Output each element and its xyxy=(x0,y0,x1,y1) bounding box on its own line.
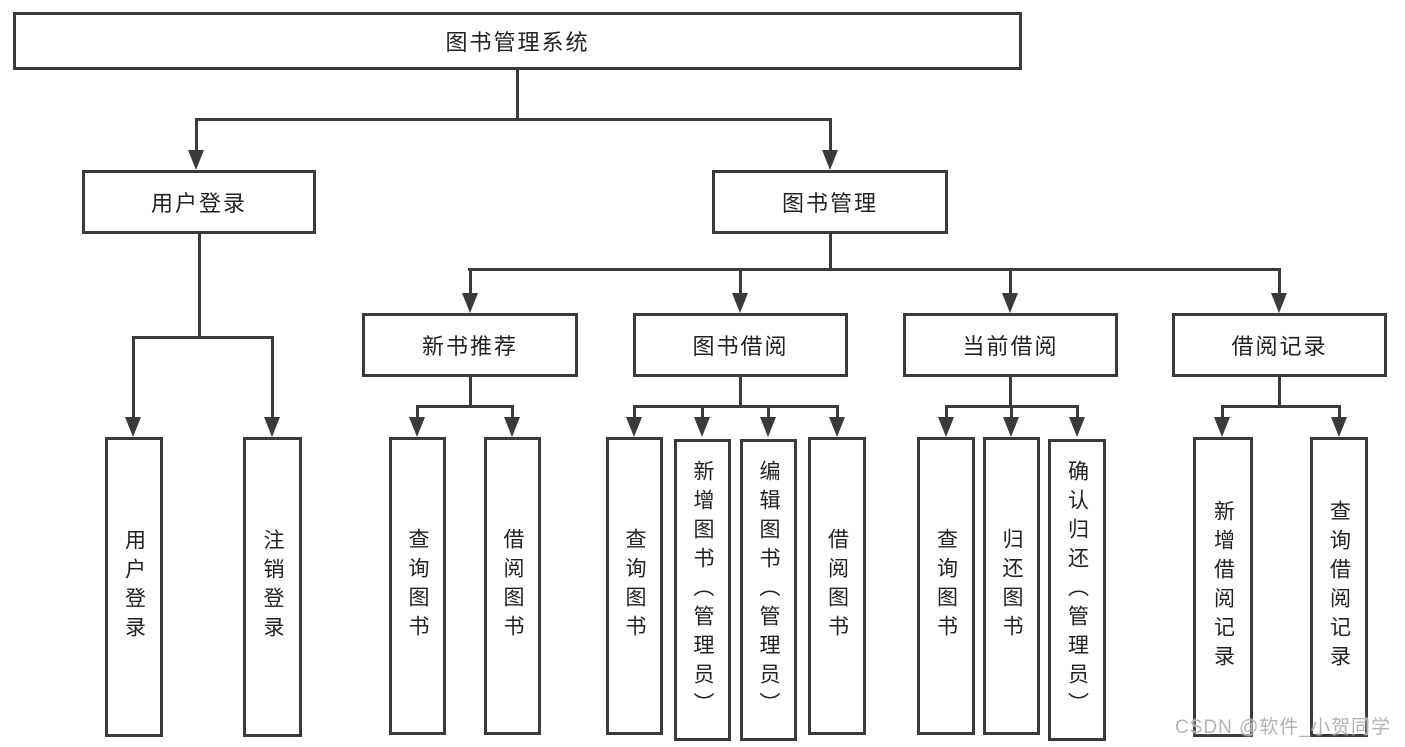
leaf-borrow-books-1-label: 借阅图书 xyxy=(501,528,524,644)
leaf-edit-books-admin: 编辑图书（管理员） xyxy=(740,439,797,741)
arrow-down-icon xyxy=(125,417,141,437)
arrow-down-icon xyxy=(1331,417,1347,437)
connector-line xyxy=(469,377,472,408)
leaf-logout-label: 注销登录 xyxy=(261,529,284,645)
leaf-query-borrow-record: 查询借阅记录 xyxy=(1310,437,1368,737)
connector-line xyxy=(945,405,948,419)
leaf-add-borrow-record: 新增借阅记录 xyxy=(1193,437,1253,737)
arrow-down-icon xyxy=(694,417,710,437)
leaf-query-books-2-label: 查询图书 xyxy=(623,528,646,644)
connector-line xyxy=(1278,268,1281,295)
leaf-add-books-admin: 新增图书（管理员） xyxy=(674,439,731,741)
leaf-user-login-label: 用户登录 xyxy=(122,529,146,645)
connector-line xyxy=(195,118,198,152)
connector-line xyxy=(1278,377,1281,408)
connector-line xyxy=(132,336,274,339)
connector-line xyxy=(195,118,832,121)
connector-line xyxy=(132,336,135,419)
connector-line xyxy=(1009,377,1012,408)
leaf-return-books: 归还图书 xyxy=(983,437,1040,735)
csdn-watermark: CSDN @软件_小贺同学 xyxy=(1175,717,1391,738)
leaf-query-borrow-record-label: 查询借阅记录 xyxy=(1327,500,1351,674)
leaf-query-books-3-label: 查询图书 xyxy=(934,528,958,644)
arrow-down-icon xyxy=(504,417,520,437)
connector-line xyxy=(1221,405,1224,419)
connector-line xyxy=(271,336,274,419)
connector-line xyxy=(1221,405,1341,408)
connector-line xyxy=(516,70,519,118)
arrow-down-icon xyxy=(462,293,478,313)
leaf-return-books-label: 归还图书 xyxy=(1000,528,1023,644)
node-root: 图书管理系统 xyxy=(13,12,1022,70)
connector-line xyxy=(739,377,742,408)
leaf-borrow-books-2: 借阅图书 xyxy=(808,437,866,735)
arrow-down-icon xyxy=(732,293,748,313)
arrow-down-icon xyxy=(1214,417,1230,437)
leaf-add-books-admin-label: 新增图书（管理员） xyxy=(691,459,714,721)
branch-book-management-label: 图书管理 xyxy=(781,191,878,216)
branch-user-login-label: 用户登录 xyxy=(150,191,247,216)
leaf-borrow-books-1: 借阅图书 xyxy=(484,437,541,735)
branch-book-management: 图书管理 xyxy=(712,170,948,234)
arrow-down-icon xyxy=(188,150,204,170)
group-current-borrow-label: 当前借阅 xyxy=(962,334,1059,359)
group-new-book-recommend-label: 新书推荐 xyxy=(421,334,518,359)
connector-line xyxy=(767,405,770,419)
leaf-logout: 注销登录 xyxy=(243,437,302,737)
connector-line xyxy=(198,234,201,339)
leaf-edit-books-admin-label: 编辑图书（管理员） xyxy=(757,459,780,721)
connector-line xyxy=(469,268,472,295)
connector-line xyxy=(836,405,839,419)
leaf-query-books-1-label: 查询图书 xyxy=(406,528,429,644)
group-current-borrow: 当前借阅 xyxy=(903,313,1118,377)
connector-line xyxy=(701,405,704,419)
connector-line xyxy=(416,405,419,419)
leaf-query-books-2: 查询图书 xyxy=(606,437,663,735)
arrow-down-icon xyxy=(626,417,642,437)
arrow-down-icon xyxy=(1271,293,1287,313)
arrow-down-icon xyxy=(264,417,280,437)
connector-line xyxy=(1076,405,1079,419)
connector-line xyxy=(633,405,839,408)
leaf-borrow-books-2-label: 借阅图书 xyxy=(825,528,849,644)
leaf-confirm-return-admin: 确认归还（管理员） xyxy=(1048,439,1106,741)
connector-line xyxy=(829,118,832,152)
arrow-down-icon xyxy=(760,417,776,437)
leaf-add-borrow-record-label: 新增借阅记录 xyxy=(1211,500,1235,674)
leaf-query-books-3: 查询图书 xyxy=(917,437,975,735)
node-root-label: 图书管理系统 xyxy=(445,30,590,55)
arrow-down-icon xyxy=(1069,417,1085,437)
branch-user-login: 用户登录 xyxy=(82,170,316,234)
connector-line xyxy=(468,268,1281,271)
group-book-borrow: 图书借阅 xyxy=(633,313,848,377)
leaf-user-login: 用户登录 xyxy=(105,437,163,737)
group-new-book-recommend: 新书推荐 xyxy=(362,313,578,377)
group-borrow-records: 借阅记录 xyxy=(1172,313,1387,377)
connector-line xyxy=(1010,405,1013,419)
connector-line xyxy=(416,405,514,408)
leaf-confirm-return-admin-label: 确认归还（管理员） xyxy=(1065,459,1089,721)
connector-line xyxy=(739,268,742,295)
connector-line xyxy=(1338,405,1341,419)
connector-line xyxy=(829,234,832,271)
arrow-down-icon xyxy=(938,417,954,437)
arrow-down-icon xyxy=(409,417,425,437)
connector-line xyxy=(511,405,514,419)
arrow-down-icon xyxy=(1002,293,1018,313)
arrow-down-icon xyxy=(1003,417,1019,437)
connector-line xyxy=(1009,268,1012,295)
arrow-down-icon xyxy=(822,150,838,170)
connector-line xyxy=(633,405,636,419)
group-borrow-records-label: 借阅记录 xyxy=(1231,334,1328,359)
leaf-query-books-1: 查询图书 xyxy=(389,437,446,735)
group-book-borrow-label: 图书借阅 xyxy=(692,334,789,359)
arrow-down-icon xyxy=(829,417,845,437)
